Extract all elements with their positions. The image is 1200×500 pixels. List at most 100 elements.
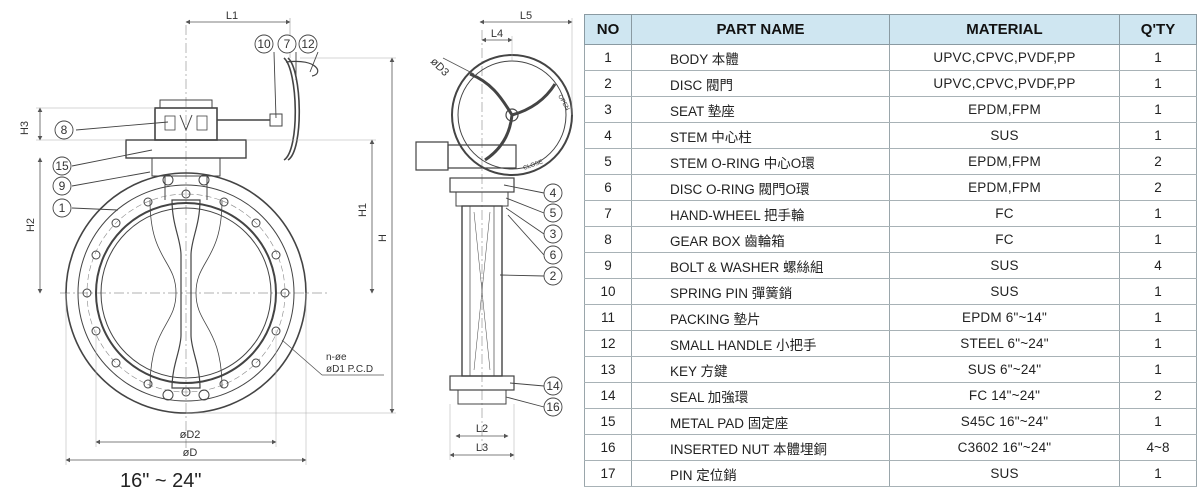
cell-material: SUS [889, 122, 1120, 149]
cell-material: S45C 16"~24" [889, 408, 1120, 435]
header-qty: Q'TY [1119, 14, 1197, 45]
callout-4 [543, 183, 563, 203]
cell-material: UPVC,CPVC,PVDF,PP [889, 70, 1120, 97]
callout-12-label: 12 [301, 37, 315, 51]
disc-outline [171, 199, 201, 389]
cell-qty: 4 [1119, 252, 1197, 279]
cell-no: 10 [584, 278, 632, 305]
cell-part-name: SEAL 加強環 [631, 382, 890, 409]
wheel-text-open: OPEN [556, 94, 570, 112]
cell-part-name: STEM O-RING 中心O環 [631, 148, 890, 175]
callout-10 [254, 34, 274, 54]
dim-L4: L4 [491, 28, 503, 40]
cell-qty: 1 [1119, 356, 1197, 383]
callout-1-label: 1 [59, 201, 66, 215]
dim-H1: H1 [357, 203, 369, 217]
cell-material: FC [889, 226, 1120, 253]
dim-H2: H2 [25, 218, 37, 232]
cell-qty: 2 [1119, 382, 1197, 409]
header-material: MATERIAL [889, 14, 1120, 45]
cell-qty: 1 [1119, 408, 1197, 435]
cell-no: 17 [584, 460, 632, 487]
callout-16 [543, 397, 563, 417]
cell-part-name: DISC O-RING 閥門O環 [631, 174, 890, 201]
callout-6-label: 6 [550, 248, 557, 262]
valve-technical-drawing: L1 H3 H2 H1 H øD2 øD n-øe øD1 P.C.D 10 7… [19, 10, 573, 465]
callout-5 [543, 203, 563, 223]
dim-L2: L2 [476, 423, 488, 435]
dim-L1: L1 [226, 10, 238, 22]
cell-no: 9 [584, 252, 632, 279]
cell-no: 3 [584, 96, 632, 123]
cell-part-name: BOLT & WASHER 螺絲組 [631, 252, 890, 279]
cell-material: UPVC,CPVC,PVDF,PP [889, 44, 1120, 71]
dim-pcd: øD1 P.C.D [326, 364, 373, 375]
cell-part-name: INSERTED NUT 本體埋銅 [631, 434, 890, 461]
side-callouts [499, 183, 563, 417]
callout-9-label: 9 [59, 179, 66, 193]
side-dimensions [442, 18, 573, 460]
cell-part-name: SEAT 墊座 [631, 96, 890, 123]
cell-qty: 1 [1119, 278, 1197, 305]
cell-no: 6 [584, 174, 632, 201]
dim-bolt-count: n-øe [326, 352, 347, 363]
callout-15-label: 15 [55, 159, 69, 173]
cell-no: 1 [584, 44, 632, 71]
cell-part-name: METAL PAD 固定座 [631, 408, 890, 435]
callout-8-label: 8 [61, 123, 68, 137]
dim-D: øD [183, 447, 198, 459]
callout-3 [543, 224, 563, 244]
cell-part-name: BODY 本體 [631, 44, 890, 71]
callout-3-label: 3 [550, 227, 557, 241]
cell-material: FC 14"~24" [889, 382, 1120, 409]
cell-qty: 1 [1119, 460, 1197, 487]
dim-L3: L3 [476, 442, 488, 454]
cell-material: C3602 16"~24" [889, 434, 1120, 461]
callout-6 [543, 245, 563, 265]
hand-wheel-edge [283, 57, 297, 161]
callout-2 [543, 266, 563, 286]
cell-qty: 1 [1119, 44, 1197, 71]
front-view [60, 25, 330, 448]
cell-no: 4 [584, 122, 632, 149]
cell-part-name: SPRING PIN 彈簧銷 [631, 278, 890, 305]
cell-no: 7 [584, 200, 632, 227]
cell-material: EPDM,FPM [889, 148, 1120, 175]
cell-no: 12 [584, 330, 632, 357]
callout-14-label: 14 [546, 379, 560, 393]
cell-no: 16 [584, 434, 632, 461]
cell-material: STEEL 6"~24" [889, 330, 1120, 357]
cell-qty: 1 [1119, 200, 1197, 227]
header-part-name: PART NAME [631, 14, 890, 45]
cell-no: 8 [584, 226, 632, 253]
cell-qty: 1 [1119, 304, 1197, 331]
cell-material: SUS [889, 460, 1120, 487]
callout-4-label: 4 [550, 186, 557, 200]
cell-material: SUS 6"~24" [889, 356, 1120, 383]
front-dimension-labels: L1 H3 H2 H1 H øD2 øD n-øe øD1 P.C.D [19, 10, 389, 459]
callout-12 [298, 34, 318, 54]
size-range-label: 16" ~ 24" [120, 470, 202, 492]
cell-part-name: SMALL HANDLE 小把手 [631, 330, 890, 357]
callout-16-label: 16 [546, 400, 560, 414]
callout-8 [54, 120, 74, 140]
cell-qty: 2 [1119, 174, 1197, 201]
callout-1 [52, 198, 72, 218]
cell-no: 11 [584, 304, 632, 331]
cell-material: EPDM 6"~14" [889, 304, 1120, 331]
cell-material: FC [889, 200, 1120, 227]
